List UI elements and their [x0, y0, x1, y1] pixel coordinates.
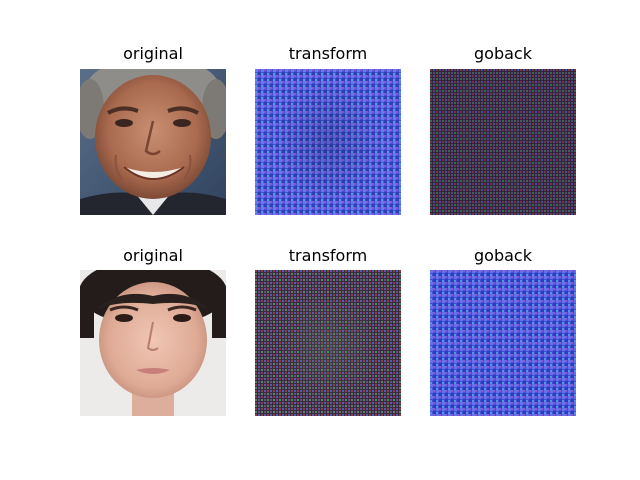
panel-title: original	[123, 44, 183, 63]
panel-title: transform	[288, 44, 368, 63]
transform-image-2	[255, 270, 401, 416]
goback-image-1	[430, 69, 576, 215]
goback-image-2	[430, 270, 576, 416]
original-image-1	[80, 69, 226, 215]
transform-image-1	[255, 69, 401, 215]
panel-title: goback	[474, 44, 532, 63]
panel-title: transform	[288, 246, 368, 265]
original-image-2	[80, 270, 226, 416]
panel-title: original	[123, 246, 183, 265]
panel-title: goback	[474, 246, 532, 265]
